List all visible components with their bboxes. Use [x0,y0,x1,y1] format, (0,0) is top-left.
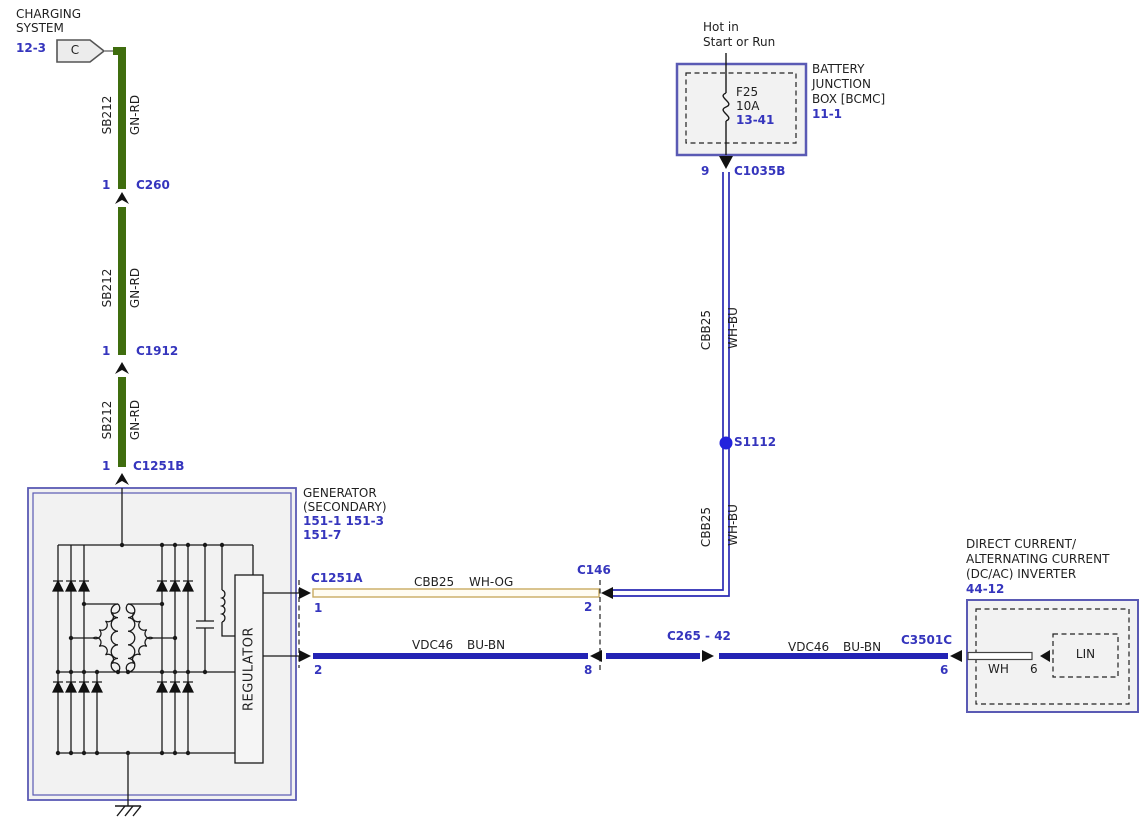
connector-pin: 1 [102,344,111,358]
wire-color-label: GN-RD [128,94,142,136]
charging-connector-letter: C [70,43,80,57]
wire-color-label: BU-BN [467,638,506,652]
battery-junction-box-name: JUNCTION [812,77,871,91]
inverter-page-ref[interactable]: 44-12 [966,582,1005,596]
wire-color-label: WH-BU [726,504,740,546]
connector-pin: 6 [1030,662,1038,676]
wire-circuit-label: CBB25 [699,309,713,351]
connector-c3501c[interactable]: C3501C [901,633,953,647]
power-state-label: Hot in [703,20,739,34]
connector-pin: 1 [314,601,323,615]
regulator-box-shape [234,574,264,764]
connector-pin: 9 [701,164,710,178]
wire-color-label: WH-BU [726,307,740,349]
splice-dot-icon [719,436,733,450]
wh-bu-wire-shape [613,172,730,597]
charging-system-page-ref[interactable]: 12-3 [16,41,47,55]
inverter-name: ALTERNATING CURRENT [966,552,1110,566]
c146-connector-line [590,580,613,670]
lin-box-shape [1052,633,1119,678]
battery-junction-box-name: BOX [BCMC] [812,92,886,106]
inline-connector-arrow-icons [702,650,962,662]
connector-c146[interactable]: C146 [577,563,611,577]
wire-color-label: WH [988,662,1009,676]
diode-icons [52,579,194,693]
generator-page-refs[interactable]: 151-1 151-3 [303,514,384,528]
power-state-label: Start or Run [703,35,776,49]
fuse-icon [722,53,730,155]
fuse-name: F25 [736,85,759,99]
connector-pin: 2 [584,600,593,614]
ground-icon [115,805,142,817]
battery-junction-box-name: BATTERY [812,62,865,76]
wire-color-label: WH-OG [469,575,514,589]
c1251a-connector-line [298,580,311,668]
wire-color-label: BU-BN [843,640,882,654]
connector-c260[interactable]: C260 [136,178,170,192]
generator-name: (SECONDARY) [303,500,387,514]
wh-og-wire-shape [312,588,600,598]
connector-c265-42[interactable]: C265 - 42 [667,629,731,643]
connector-c1251b[interactable]: C1251B [133,459,185,473]
connector-pin: 1 [102,459,111,473]
inverter-box-shape [966,599,1139,713]
connector-pin: 8 [584,663,593,677]
charging-system-title: CHARGING [16,7,82,21]
inverter-name: DIRECT CURRENT/ [966,537,1076,551]
generator-name: GENERATOR [303,486,377,500]
inline-connector-chevron-icons [115,192,129,485]
generator-page-refs[interactable]: 151-7 [303,528,342,542]
connector-pin: 6 [940,663,949,677]
battery-junction-box-shape [675,62,808,157]
connector-c1035b[interactable]: C1035B [734,164,786,178]
wire-circuit-label: SB212 [100,95,114,135]
battery-junction-box-page-ref[interactable]: 11-1 [812,107,843,121]
wire-color-label: GN-RD [128,267,142,309]
wire-circuit-label: CBB25 [699,506,713,548]
sb212-wire-shape [113,47,126,467]
regulator-label: REGULATOR [241,627,257,711]
wire-circuit-label: VDC46 [412,638,454,652]
fuse-page-ref[interactable]: 13-41 [736,113,775,127]
down-arrow-icon [719,156,733,169]
lin-label: LIN [1075,647,1096,661]
connector-c1912[interactable]: C1912 [136,344,179,358]
splice-s1112[interactable]: S1112 [734,435,777,449]
connector-pin: 1 [102,178,111,192]
wire-circuit-label: SB212 [100,400,114,440]
wire-circuit-label: VDC46 [788,640,830,654]
connector-pin: 2 [314,663,323,677]
wire-circuit-label: CBB25 [414,575,455,589]
charging-system-title: SYSTEM [16,21,64,35]
inverter-name: (DC/AC) INVERTER [966,567,1077,581]
fuse-rating: 10A [736,99,760,113]
wire-circuit-label: SB212 [100,268,114,308]
wire-color-label: GN-RD [128,399,142,441]
wh-wire-shape [967,651,1033,661]
connector-c1251a[interactable]: C1251A [311,571,363,585]
junction-dots [55,542,225,756]
charging-connector-icon [56,39,114,63]
